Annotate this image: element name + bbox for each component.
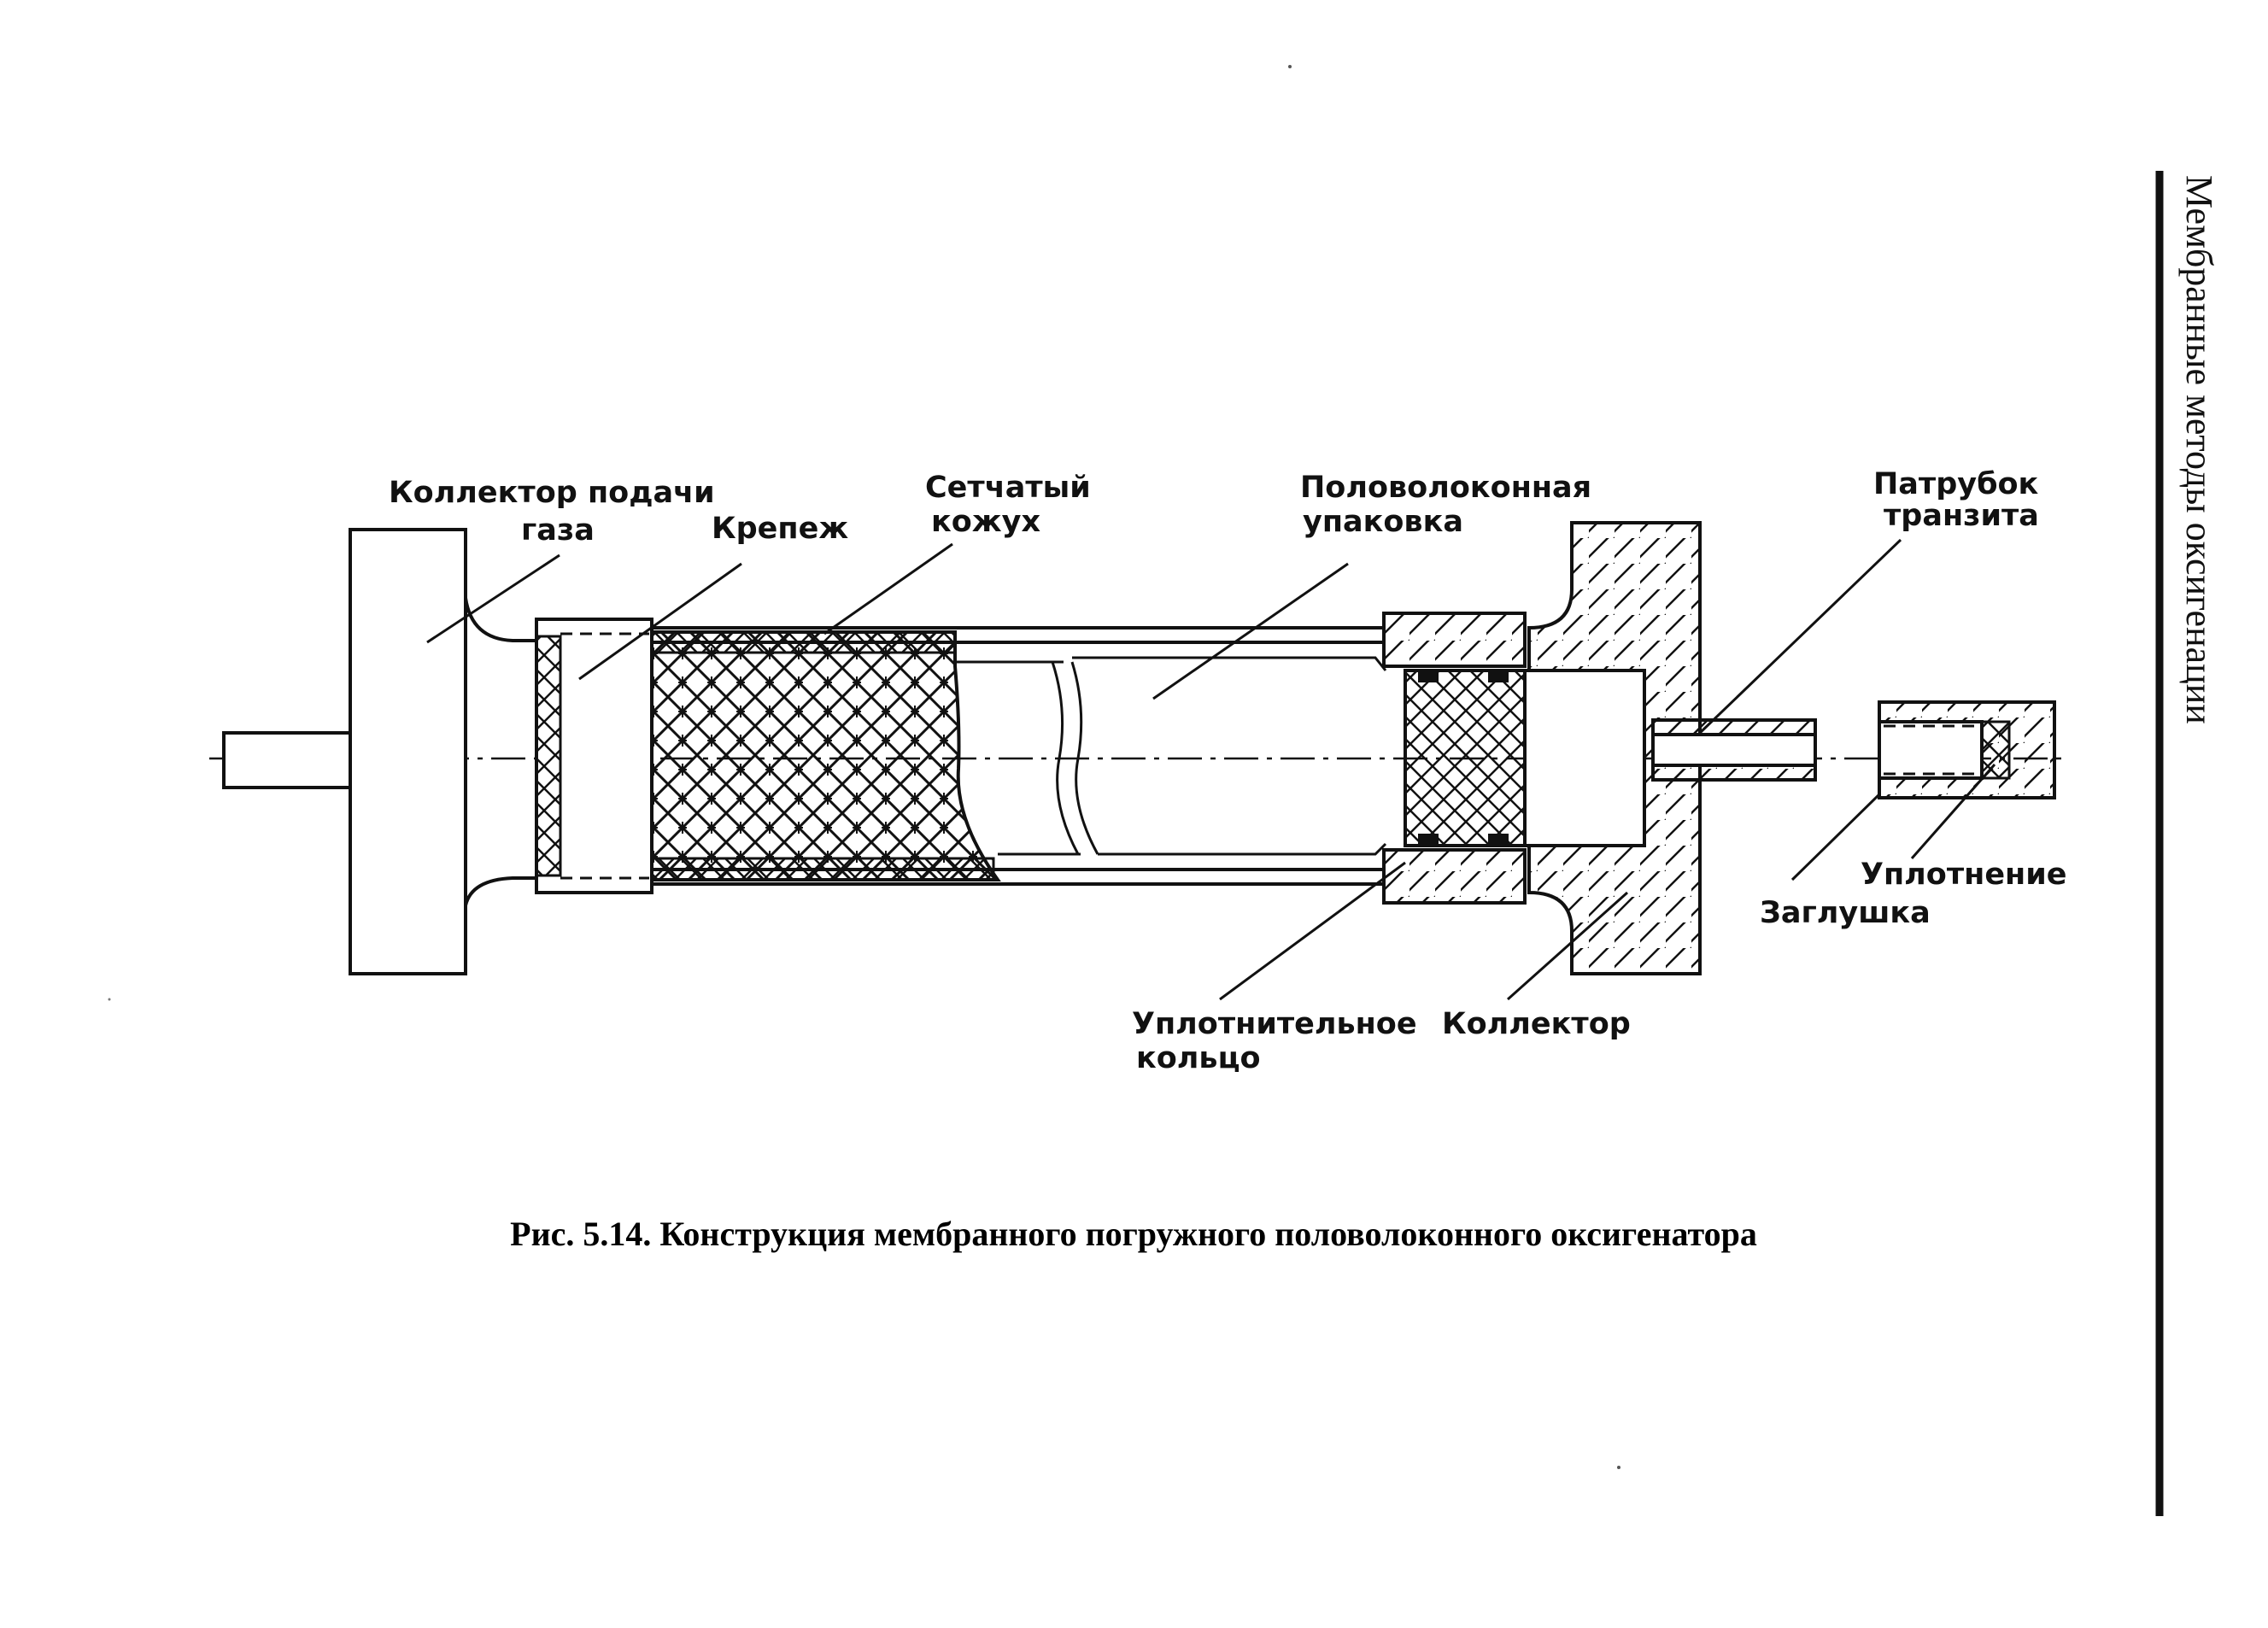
sleeve-bottom: [1382, 848, 1527, 905]
leader-seal: [1910, 764, 1996, 859]
leader-fiber-packing: [1152, 562, 1349, 700]
mesh-band-bottom: [650, 857, 995, 881]
label-fiber-packing-line2: упаковка: [1303, 505, 1463, 539]
o-ring-top-left: [1418, 671, 1439, 682]
plug-seal: [1980, 720, 2011, 780]
label-gas-manifold-line2: газа: [521, 513, 595, 548]
leader-fastener: [578, 562, 742, 681]
label-mesh-jacket-line1: Сетчатый: [925, 471, 1091, 505]
label-fastener: Крепеж: [712, 512, 848, 546]
label-gas-manifold-line1: Коллектор подачи: [389, 476, 715, 510]
scan-speck-3: [108, 998, 111, 1001]
scan-speck-2: [1617, 1466, 1620, 1469]
leader-transit-nozzle: [1698, 538, 1902, 735]
break-line-left: [1051, 661, 1080, 855]
transit-nozzle-bore: [1651, 733, 1817, 767]
mesh-jacket-part: [650, 630, 1001, 881]
o-ring-bottom-left: [1418, 834, 1439, 846]
collector-part: [1527, 521, 1702, 975]
inner-chamber: [1523, 669, 1646, 847]
label-mesh-jacket-line2: кожух: [931, 505, 1040, 539]
left-shaft: [222, 731, 354, 789]
figure-caption: Рис. 5.14. Конструкция мембранного погру…: [510, 1215, 1757, 1253]
mesh-band-top: [650, 630, 957, 654]
label-seal: Уплотнение: [1861, 858, 2067, 892]
label-collector: Коллектор: [1442, 1007, 1631, 1041]
sleeve-top: [1382, 612, 1527, 668]
break-line-right: [1070, 661, 1099, 855]
manifold-fillet-bottom: [464, 876, 538, 906]
sealing-ring-block: [1404, 669, 1527, 847]
plug-bore: [1878, 720, 1984, 780]
o-ring-bottom-right: [1488, 834, 1509, 846]
fiber-packing-upper: [1072, 656, 1387, 671]
gas-manifold-part: [349, 528, 467, 975]
leader-collector: [1507, 891, 1628, 1001]
scan-speck-1: [1288, 65, 1292, 68]
o-ring-top-right: [1488, 671, 1509, 682]
label-transit-nozzle-line1: Патрубок: [1873, 467, 2039, 501]
label-transit-nozzle-line2: транзита: [1884, 499, 2039, 533]
label-sealing-ring-line1: Уплотнительное: [1132, 1007, 1417, 1041]
manifold-fillet-top: [464, 597, 538, 642]
fiber-packing-lower: [1098, 842, 1387, 856]
label-fiber-packing-line1: Половолоконная: [1300, 471, 1591, 505]
leader-gas-manifold: [426, 553, 560, 644]
leader-sealing-ring: [1219, 861, 1406, 1001]
label-plug: Заглушка: [1760, 896, 1931, 930]
side-header: Мембранные методы оксигенации: [2178, 175, 2220, 724]
fastener-mesh-strip: [535, 635, 562, 877]
leader-plug: [1790, 793, 1881, 881]
label-sealing-ring-line2: кольцо: [1136, 1041, 1261, 1075]
leader-mesh-jacket: [823, 542, 953, 635]
